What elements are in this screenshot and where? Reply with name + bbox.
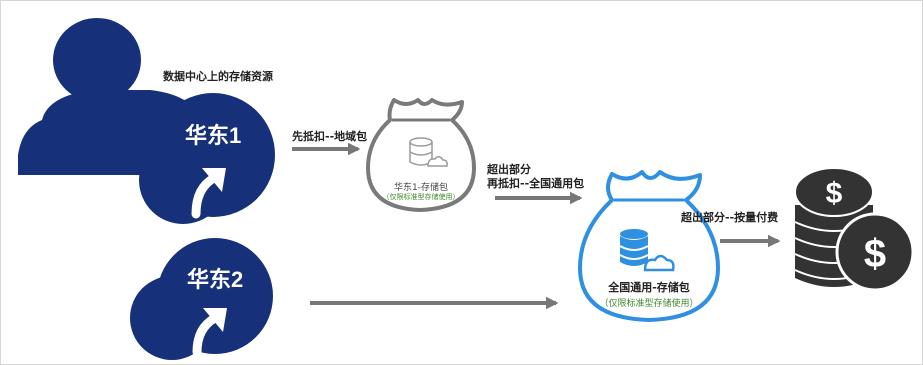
- region-east1-label: 华东1: [185, 123, 242, 148]
- step1-label: 先抵扣--地域包: [292, 130, 368, 143]
- user-silhouette-icon: [18, 18, 208, 175]
- step2-label-line1: 超出部分: [487, 163, 531, 176]
- national-bag-title: 全国通用-存储包: [608, 281, 690, 294]
- region-east1-icon: [139, 93, 275, 224]
- datacenter-label: 数据中心上的存储资源: [163, 70, 273, 83]
- regional-bag-title: 华东1-存储包: [394, 183, 448, 193]
- region-east2-icon: [130, 238, 273, 360]
- region-east2-label: 华东2: [187, 267, 244, 292]
- dollar-coin-stack-icon: $ $: [794, 167, 915, 292]
- database-cloud-icon: [619, 229, 675, 272]
- database-cloud-icon: [409, 137, 448, 167]
- regional-bag-note: （仅限标准型存储使用）: [382, 193, 460, 201]
- step2-label-line2: 再抵扣--全国通用包: [487, 177, 585, 190]
- money-bag-icon: [578, 170, 720, 322]
- svg-text:$: $: [826, 177, 843, 210]
- step3-label: 超出部分--按量付费: [681, 211, 779, 224]
- svg-text:$: $: [864, 232, 886, 276]
- national-bag-note: （仅限标准型存储使用）: [599, 299, 699, 309]
